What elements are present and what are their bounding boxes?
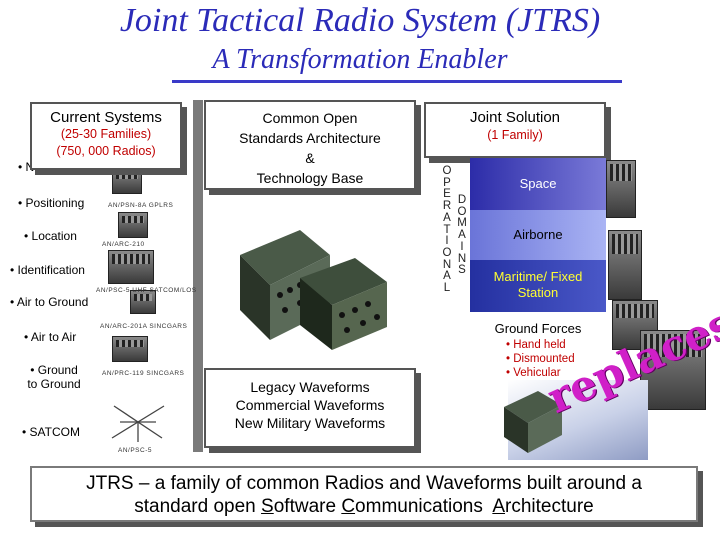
legacy-radio-image: [112, 336, 148, 362]
equipment-stack-image: [612, 300, 658, 350]
waveform-line: Legacy Waveforms: [250, 379, 370, 395]
jtrs-unit-image: [504, 391, 562, 453]
current-systems-title: Current Systems: [50, 109, 162, 126]
waveforms-box: Legacy Waveforms Commercial Waveforms Ne…: [204, 368, 416, 448]
joint-family-count: (1 Family): [487, 128, 543, 142]
current-families-count: (25-30 Families): [60, 127, 152, 141]
common-line: Technology Base: [256, 170, 364, 186]
device-caption: AN/ARC-201A SINCGARS: [100, 323, 188, 330]
device-caption: AN/PRC-119 SINCGARS: [102, 370, 185, 377]
device-caption: AN/PSN-8A GPLRS: [108, 202, 174, 209]
hardware-unit-2: [300, 258, 387, 350]
domain-airborne-label: Airborne: [513, 227, 563, 242]
ground-forces-list: Hand held Dismounted Vehicular: [506, 338, 575, 380]
capability-air-to-air: • Air to Air: [24, 330, 77, 344]
equipment-stack-image: [640, 330, 706, 410]
waveform-line: New Military Waveforms: [234, 415, 386, 431]
capability-positioning: • Positioning: [18, 196, 85, 210]
common-line: &: [305, 150, 315, 166]
left-divider-bar: [193, 100, 203, 452]
common-line: Common Open: [262, 110, 358, 126]
banner-line-1: JTRS – a family of common Radios and Wav…: [86, 473, 642, 494]
device-caption: AN/ARC-210: [102, 241, 145, 248]
capability-air-to-ground: • Air to Ground: [10, 295, 89, 309]
ground-item: Dismounted: [506, 352, 574, 366]
summary-banner: JTRS – a family of common Radios and Wav…: [30, 466, 698, 522]
device-caption: AN/PSC-5 UHF SATCOM/LOS: [96, 287, 197, 294]
equipment-stack-image: [608, 230, 642, 300]
page-title: Joint Tactical Radio System (JTRS): [119, 2, 601, 39]
banner-line-2: standard open Software Communications Ar…: [134, 496, 594, 517]
capability-identification: • Identification: [10, 263, 85, 277]
page-subtitle: A Transformation Enabler: [212, 44, 508, 75]
current-systems-box: Current Systems (25-30 Families) (750, 0…: [30, 102, 182, 170]
satcom-antenna-image: [111, 405, 165, 442]
title-underline: [172, 80, 622, 83]
capability-satcom: • SATCOM: [22, 425, 80, 439]
capability-location: • Location: [24, 229, 77, 243]
legacy-radio-image: [130, 290, 156, 314]
domain-maritime-label: Maritime/ Fixed Station: [493, 269, 583, 300]
waveform-line: Commercial Waveforms: [235, 397, 385, 413]
current-radios-count: (750, 000 Radios): [56, 144, 156, 158]
equipment-stack-image: [606, 160, 636, 218]
domain-ground-label: Ground Forces: [494, 321, 582, 336]
legacy-radio-image: [112, 168, 142, 194]
legacy-radio-image: [118, 212, 148, 238]
capability-ground-to-ground: • Ground to Ground: [27, 363, 81, 391]
domain-space-label: Space: [519, 176, 557, 191]
ground-item: Vehicular: [506, 366, 575, 380]
legacy-radio-image: [108, 250, 154, 284]
jtrs-hardware-image: [240, 230, 387, 350]
domain-maritime-band: Maritime/ Fixed Station: [470, 260, 606, 312]
domain-space-band: Space: [470, 158, 606, 210]
domain-airborne-band: Airborne: [470, 210, 606, 260]
common-line: Standards Architecture: [239, 130, 381, 146]
joint-solution-title: Joint Solution: [469, 109, 561, 126]
ground-item: Hand held: [506, 338, 575, 352]
common-architecture-box: Common Open Standards Architecture & Tec…: [204, 100, 416, 190]
device-caption: AN/PSC-5: [118, 447, 152, 454]
joint-solution-box: Joint Solution (1 Family): [424, 102, 606, 158]
